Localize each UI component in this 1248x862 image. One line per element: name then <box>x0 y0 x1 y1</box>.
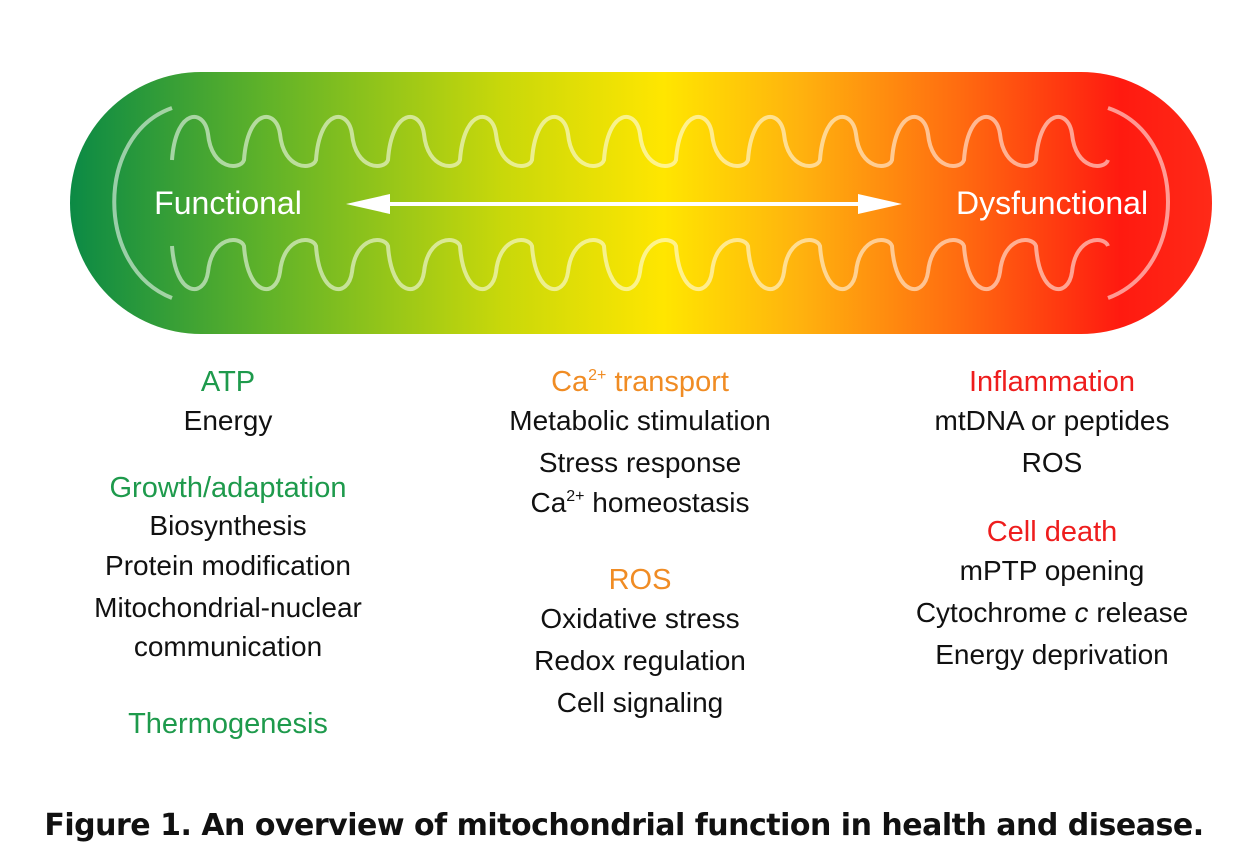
dysfunctional-label: Dysfunctional <box>956 185 1148 221</box>
heading-thermogenesis: Thermogenesis <box>128 708 328 740</box>
column-middle: Ca2+ transport Metabolic stimulation Str… <box>450 364 830 724</box>
heading-cell-death: Cell death <box>986 516 1118 548</box>
item-mito-nuclear-1: Mitochondrial-nuclear <box>94 592 362 623</box>
item-energy-deprivation: Energy deprivation <box>935 639 1169 670</box>
item-energy: Energy <box>183 405 273 436</box>
heading-ros: ROS <box>608 564 672 596</box>
item-ca-homeostasis: Ca2+ homeostasis <box>530 487 750 518</box>
column-dysfunctional: Inflammation mtDNA or peptides ROS Cell … <box>860 364 1244 676</box>
item-mptp-opening: mPTP opening <box>959 555 1145 586</box>
heading-atp: ATP <box>200 366 256 398</box>
item-mito-nuclear-2: communication <box>133 631 323 662</box>
item-oxidative-stress: Oxidative stress <box>540 603 740 634</box>
inner-membrane-left <box>112 106 173 300</box>
item-biosynthesis: Biosynthesis <box>149 510 307 541</box>
double-arrow <box>346 194 902 214</box>
item-protein-modification: Protein modification <box>105 550 351 581</box>
functional-label: Functional <box>154 185 302 221</box>
item-redox-regulation: Redox regulation <box>534 645 746 676</box>
inner-membrane-right <box>1107 106 1170 300</box>
cristae-bottom <box>170 238 1110 291</box>
arrow-left-head <box>346 194 390 214</box>
heading-growth-adaptation: Growth/adaptation <box>109 472 347 504</box>
arrow-right-head <box>858 194 902 214</box>
cristae-top <box>170 115 1110 168</box>
item-ros: ROS <box>1021 447 1083 478</box>
column-functional: ATP Energy Growth/adaptation Biosynthesi… <box>40 364 416 742</box>
heading-inflammation: Inflammation <box>968 366 1135 398</box>
mitochondrion-diagram: Functional Dysfunctional <box>70 72 1212 334</box>
item-metabolic-stimulation: Metabolic stimulation <box>509 405 771 436</box>
item-mtdna-peptides: mtDNA or peptides <box>934 405 1170 436</box>
item-cytochrome-c-release: Cytochrome c release <box>915 597 1189 628</box>
item-stress-response: Stress response <box>538 447 742 478</box>
figure-caption: Figure 1. An overview of mitochondrial f… <box>44 808 1204 843</box>
heading-ca-transport: Ca2+ transport <box>551 366 729 398</box>
item-cell-signaling: Cell signaling <box>556 687 724 718</box>
